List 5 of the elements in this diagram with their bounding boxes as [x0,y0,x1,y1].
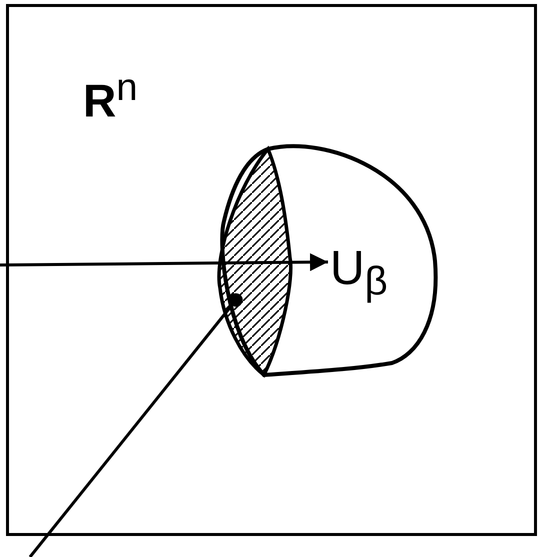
space-label: R$^{n}$ [83,69,138,124]
frame-box [6,4,537,536]
arrow [0,253,328,272]
hatched-region [216,148,294,378]
region-label: U$_{β}$ [330,245,388,302]
